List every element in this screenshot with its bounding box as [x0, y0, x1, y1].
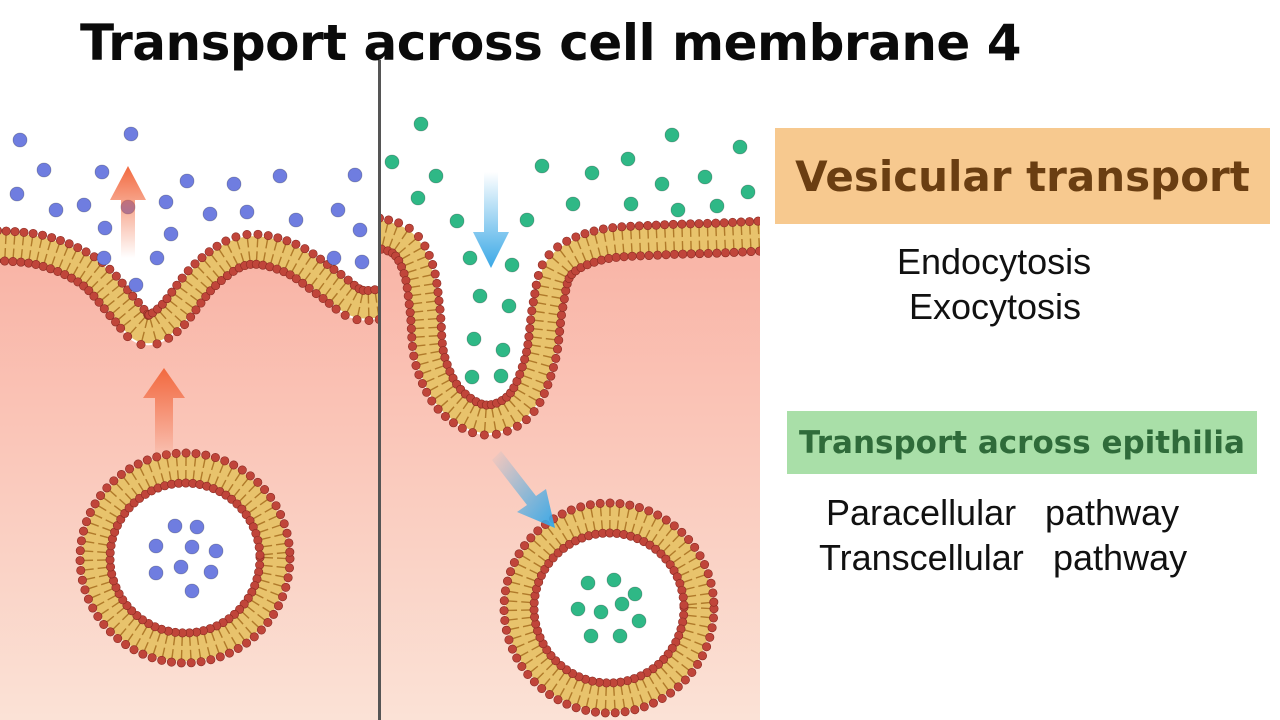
exocytosis-membrane	[0, 226, 378, 349]
panel-divider	[378, 60, 381, 720]
paracellular-label: Paracellular	[826, 492, 1017, 533]
epithelia-heading: Transport across epithilia	[799, 424, 1245, 461]
vesicle-approach-arrow	[143, 368, 185, 462]
epithelia-heading-box: Transport across epithilia	[787, 411, 1257, 474]
paracellular-pathway-label: pathway	[1045, 492, 1180, 533]
endocytosis-vesicle	[499, 498, 719, 718]
vesicle-departure-arrow	[492, 451, 555, 528]
endocytosis-molecules	[384, 116, 756, 644]
release-arrow	[110, 166, 146, 258]
uptake-arrow	[473, 172, 509, 268]
exocytosis-label: Exocytosis	[909, 286, 1082, 327]
endocytosis-membrane	[381, 213, 760, 440]
vesicular-transport-heading: Vesicular transport	[795, 151, 1250, 201]
page-title: Transport across cell membrane 4	[80, 14, 1022, 72]
transcellular-pathway-label: pathway	[1053, 537, 1188, 578]
transcellular-label: Transcellular	[819, 537, 1024, 578]
vesicular-transport-heading-box: Vesicular transport	[775, 128, 1270, 224]
endocytosis-label: Endocytosis	[897, 241, 1092, 282]
exocytosis-molecules	[9, 126, 370, 599]
exocytosis-vesicle	[75, 448, 295, 668]
